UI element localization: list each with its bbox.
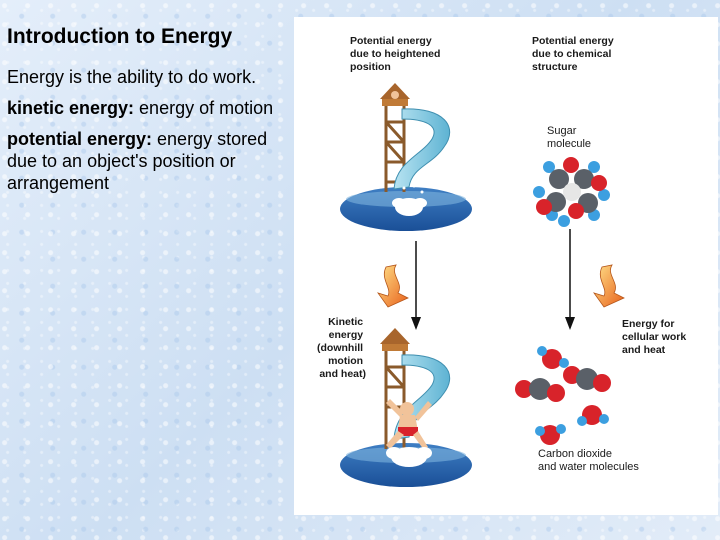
- sugar-molecule: [533, 157, 610, 227]
- water-slide-top: [393, 108, 450, 190]
- kinetic-label-line: energy: [329, 329, 364, 341]
- top-right-label: Potential energy due to chemical structu…: [532, 35, 617, 73]
- water-molecule: [537, 346, 569, 369]
- slide-scene-top: [340, 83, 472, 231]
- top-right-label-line: structure: [532, 61, 578, 73]
- top-right-label-line: Potential energy: [532, 35, 614, 47]
- kinetic-label-line: and heat): [319, 368, 366, 380]
- sugar-label-line: Sugar: [547, 125, 577, 137]
- product-molecules: [515, 346, 611, 445]
- products-label-line: Carbon dioxide: [538, 448, 612, 460]
- kinetic-label: Kinetic energy (downhill motion and heat…: [317, 316, 366, 380]
- energy-arrow-left: [376, 264, 409, 308]
- cellular-label: Energy for cellular work and heat: [622, 318, 689, 356]
- top-right-label-line: due to chemical: [532, 48, 611, 60]
- energy-arrow-right: [592, 264, 625, 308]
- kinetic-label-line: (downhill: [317, 342, 363, 354]
- carbon-dioxide-molecule: [563, 366, 611, 392]
- slide-title: Introduction to Energy: [7, 25, 233, 48]
- arrows: [411, 229, 575, 330]
- slide-scene-bottom: [340, 328, 472, 487]
- kinetic-term: kinetic energy:: [7, 98, 135, 118]
- potential-term: potential energy:: [7, 129, 153, 149]
- energy-definition: Energy is the ability to do work.: [7, 67, 257, 87]
- top-left-label-line: position: [350, 61, 391, 73]
- sugar-label-line: molecule: [547, 138, 591, 150]
- cellular-label-line: cellular work: [622, 331, 686, 343]
- text-column: Introduction to Energy Energy is the abi…: [7, 24, 292, 203]
- cellular-label-line: Energy for: [622, 318, 675, 330]
- sugar-label: Sugar molecule: [547, 125, 591, 150]
- energy-figure: Potential energy due to heightened posit…: [294, 17, 718, 515]
- top-left-label-line: due to heightened: [350, 48, 440, 60]
- top-left-label-line: Potential energy: [350, 35, 432, 47]
- water-molecule: [535, 424, 566, 445]
- cellular-label-line: and heat: [622, 344, 666, 356]
- kinetic-label-line: Kinetic: [328, 316, 363, 328]
- products-label-line: and water molecules: [538, 461, 639, 473]
- carbon-dioxide-molecule: [515, 378, 565, 402]
- kinetic-text: energy of motion: [134, 98, 274, 118]
- water-molecule: [577, 405, 609, 426]
- potential-text: energy stored due to an object's positio…: [7, 129, 268, 193]
- person-top: [391, 91, 399, 99]
- kinetic-label-line: motion: [328, 355, 363, 367]
- top-left-label: Potential energy due to heightened posit…: [350, 35, 443, 73]
- potential-definition: potential energy: energy stored due to a…: [7, 128, 292, 194]
- person-sliding: [386, 399, 432, 450]
- products-label: Carbon dioxide and water molecules: [538, 448, 639, 473]
- kinetic-definition: kinetic energy: energy of motion: [7, 97, 292, 119]
